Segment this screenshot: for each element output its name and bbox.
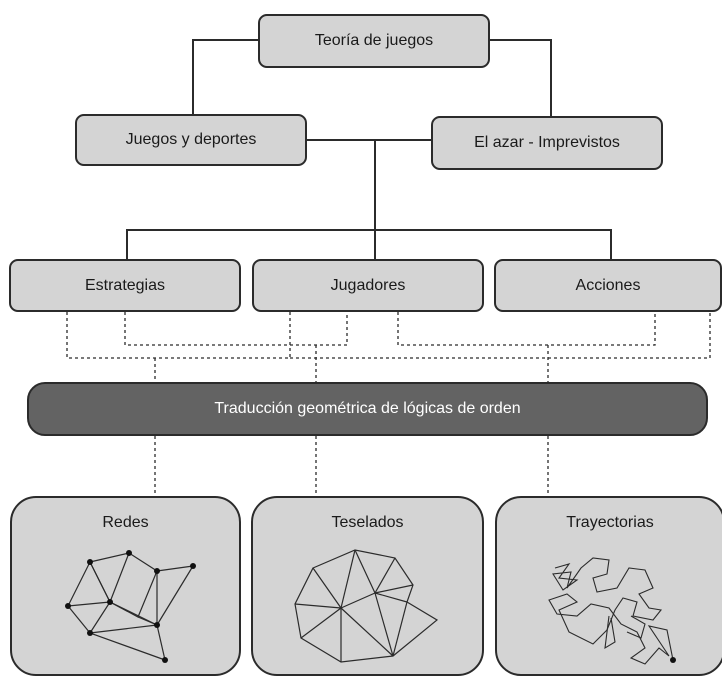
node-estrategias: Estrategias [9, 259, 241, 312]
dash-estrategias-b [124, 312, 348, 346]
node-acciones: Acciones [494, 259, 722, 312]
node-jugadores: Jugadores [252, 259, 484, 312]
dash-acciones-a [397, 312, 656, 346]
dash-estrategias-a [66, 312, 291, 359]
panel-title: Redes [102, 514, 149, 531]
connector-level3-right [375, 229, 612, 260]
node-label: Teoría de juegos [314, 32, 434, 49]
connector-level3-bus [126, 140, 376, 260]
panel-title: Trayectorias [566, 514, 654, 531]
connector-top-left [192, 39, 258, 116]
dash-acciones-b [290, 312, 711, 359]
band-traduccion-geometrica: Traducción geométrica de lógicas de orde… [27, 382, 708, 436]
tessellation-icon [294, 549, 439, 663]
trajectory-path-icon [548, 557, 676, 665]
connector-top-right [489, 39, 552, 118]
node-label: El azar - Imprevistos [474, 134, 620, 151]
node-label: Juegos y deportes [125, 131, 257, 148]
node-el-azar: El azar - Imprevistos [431, 116, 663, 170]
node-juegos-y-deportes: Juegos y deportes [75, 114, 307, 166]
panel-redes: Redes [10, 496, 241, 676]
node-label: Acciones [575, 276, 641, 294]
node-teoria-de-juegos: Teoría de juegos [258, 14, 490, 68]
node-label: Estrategias [84, 276, 166, 294]
panel-title: Teselados [331, 514, 404, 531]
network-graph-icon [65, 550, 196, 663]
band-label: Traducción geométrica de lógicas de orde… [214, 400, 521, 417]
panel-trayectorias: Trayectorias [495, 496, 722, 676]
node-label: Jugadores [330, 276, 406, 294]
panel-teselados: Teselados [251, 496, 484, 676]
